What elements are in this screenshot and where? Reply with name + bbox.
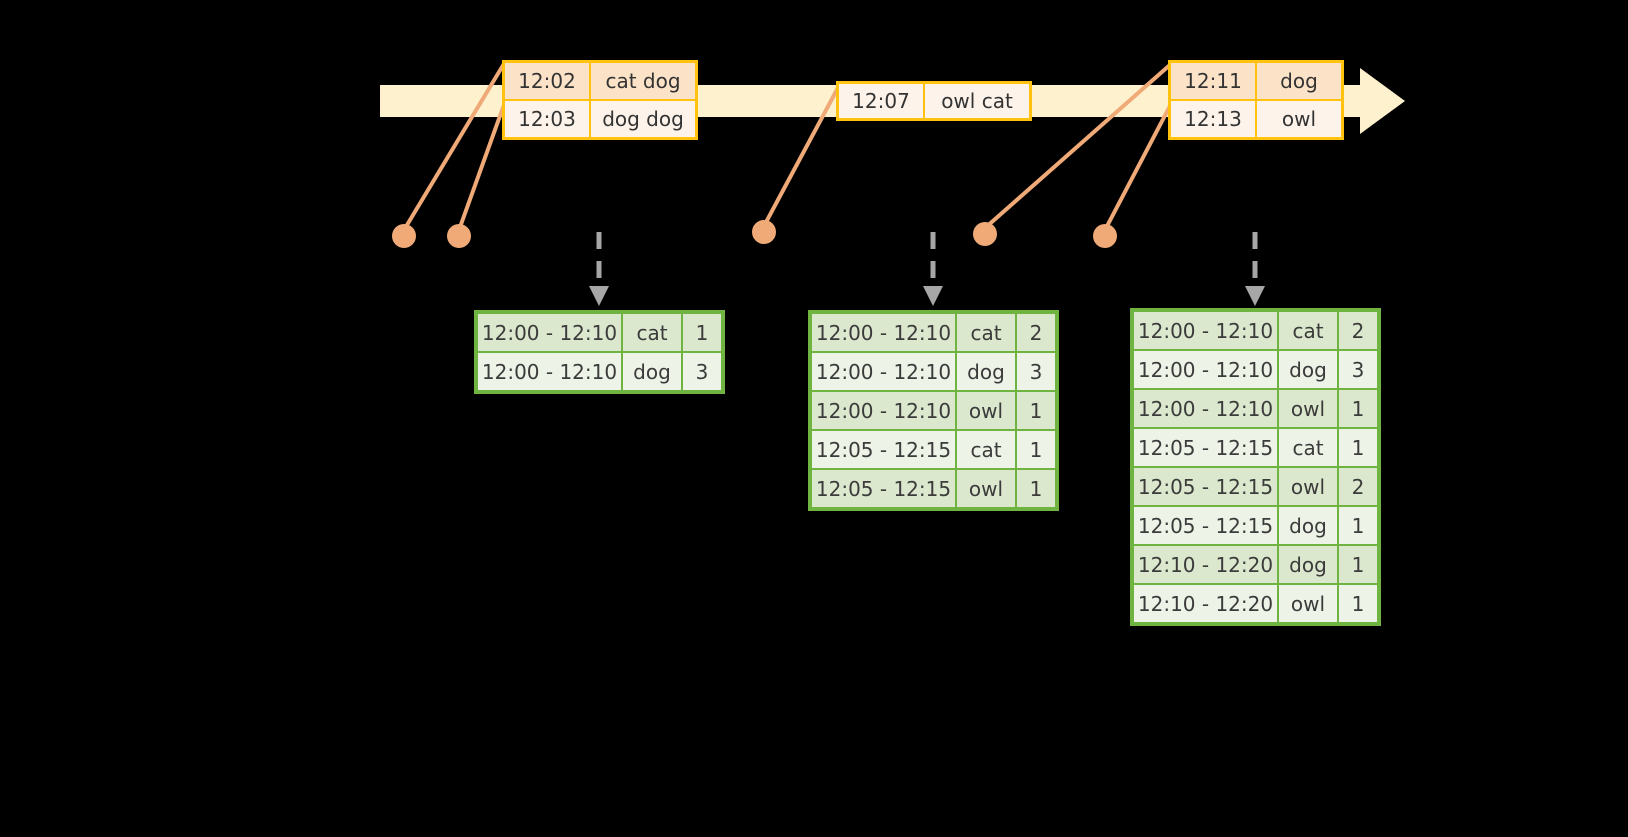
window-cell: 12:00 - 12:10	[812, 392, 955, 429]
word-cell: owl	[957, 470, 1015, 507]
event-words: dog	[1257, 63, 1341, 99]
timeline-event-group-3[interactable]: 12:11 dog 12:13 owl	[1168, 60, 1344, 140]
word-cell: dog	[623, 353, 681, 390]
window-cell: 12:10 - 12:20	[1134, 585, 1277, 622]
word-cell: cat	[957, 314, 1015, 351]
count-cell: 2	[1339, 312, 1377, 349]
word-cell: owl	[957, 392, 1015, 429]
event-words: owl	[1257, 101, 1341, 137]
event-time: 12:13	[1171, 101, 1257, 137]
timeline-arrowhead-icon	[1360, 68, 1405, 134]
timeline-event-group-1[interactable]: 12:02 cat dog 12:03 dog dog	[502, 60, 698, 140]
timeline-event-row: 12:03 dog dog	[505, 99, 695, 137]
event-time: 12:07	[839, 84, 925, 118]
count-cell: 3	[683, 353, 721, 390]
window-cell: 12:05 - 12:15	[812, 470, 955, 507]
window-cell: 12:10 - 12:20	[1134, 546, 1277, 583]
count-cell: 1	[1017, 392, 1055, 429]
count-cell: 3	[1339, 351, 1377, 388]
window-cell: 12:00 - 12:10	[1134, 390, 1277, 427]
count-cell: 1	[1339, 507, 1377, 544]
connector-dot-3	[752, 220, 776, 244]
event-words: owl cat	[925, 84, 1029, 118]
word-cell: dog	[1279, 546, 1337, 583]
dashed-arrow-to-table-1	[589, 232, 609, 306]
window-cell: 12:00 - 12:10	[812, 314, 955, 351]
word-cell: owl	[1279, 468, 1337, 505]
count-cell: 1	[1339, 585, 1377, 622]
dashed-arrow-to-table-3	[1245, 232, 1265, 306]
timeline-event-row: 12:13 owl	[1171, 99, 1341, 137]
window-cell: 12:05 - 12:15	[1134, 507, 1277, 544]
count-cell: 1	[1017, 431, 1055, 468]
connector-dot-2	[447, 224, 471, 248]
timeline-event-row: 12:11 dog	[1171, 63, 1341, 99]
timeline-event-row: 12:07 owl cat	[839, 84, 1029, 118]
event-time: 12:02	[505, 63, 591, 99]
event-time: 12:03	[505, 101, 591, 137]
word-cell: dog	[1279, 351, 1337, 388]
word-cell: owl	[1279, 585, 1337, 622]
connector-dot-5	[1093, 224, 1117, 248]
count-cell: 1	[683, 314, 721, 351]
window-cell: 12:00 - 12:10	[478, 314, 621, 351]
word-cell: dog	[957, 353, 1015, 390]
count-cell: 1	[1017, 470, 1055, 507]
connector-dot-1	[392, 224, 416, 248]
window-cell: 12:05 - 12:15	[1134, 429, 1277, 466]
event-words: dog dog	[591, 101, 695, 137]
window-cell: 12:00 - 12:10	[812, 353, 955, 390]
count-cell: 3	[1017, 353, 1055, 390]
word-cell: cat	[1279, 312, 1337, 349]
window-cell: 12:00 - 12:10	[1134, 351, 1277, 388]
dashed-arrow-to-table-2	[923, 232, 943, 306]
word-cell: cat	[957, 431, 1015, 468]
count-cell: 2	[1017, 314, 1055, 351]
word-cell: cat	[1279, 429, 1337, 466]
timeline-event-row: 12:02 cat dog	[505, 63, 695, 99]
count-cell: 1	[1339, 429, 1377, 466]
window-cell: 12:05 - 12:15	[1134, 468, 1277, 505]
connector-dot-4	[973, 222, 997, 246]
window-cell: 12:00 - 12:10	[1134, 312, 1277, 349]
timeline-event-group-2[interactable]: 12:07 owl cat	[836, 81, 1032, 121]
event-time: 12:11	[1171, 63, 1257, 99]
count-cell: 2	[1339, 468, 1377, 505]
word-cell: dog	[1279, 507, 1337, 544]
word-cell: owl	[1279, 390, 1337, 427]
count-cell: 1	[1339, 390, 1377, 427]
window-cell: 12:00 - 12:10	[478, 353, 621, 390]
event-words: cat dog	[591, 63, 695, 99]
window-cell: 12:05 - 12:15	[812, 431, 955, 468]
word-cell: cat	[623, 314, 681, 351]
count-cell: 1	[1339, 546, 1377, 583]
